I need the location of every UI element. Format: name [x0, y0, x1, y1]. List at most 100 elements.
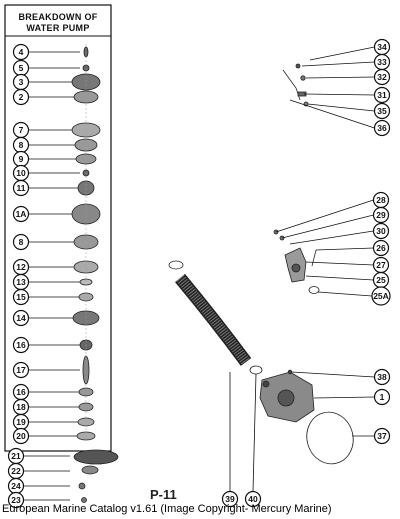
callout-12: 12	[12, 258, 80, 276]
exploded-part-stack	[71, 44, 101, 441]
callout-label: 16	[16, 387, 26, 397]
callout-label: 15	[16, 292, 26, 302]
callout-circle	[12, 205, 30, 223]
leader-line	[313, 396, 375, 399]
callout-label: 2	[19, 92, 24, 102]
callout-1: 1	[313, 388, 391, 406]
callout-19: 19	[12, 413, 80, 431]
impeller-cover-plate	[73, 449, 119, 465]
catalog-caption: European Marine Catalog v1.61 (Image Cop…	[2, 503, 332, 515]
callout-27: 27	[305, 256, 390, 274]
water-tube-housing	[273, 229, 320, 294]
callout-37: 37	[352, 427, 391, 445]
callout-5: 5	[12, 59, 80, 77]
callout-label: 11	[17, 183, 26, 193]
callout-label: 5	[19, 63, 24, 73]
leader-line	[307, 103, 375, 112]
clip	[295, 63, 301, 69]
callout-13: 13	[12, 273, 80, 291]
leader-line	[305, 275, 374, 281]
callout-circle	[373, 427, 391, 445]
pump-base-pin	[287, 369, 293, 375]
callout-label: 12	[16, 262, 26, 272]
callout-38: 38	[291, 368, 391, 386]
o-ring-seal	[306, 411, 354, 465]
leader-line	[291, 371, 375, 378]
callout-3: 3	[12, 73, 80, 91]
callout-8: 8	[12, 233, 80, 251]
callout-25A: 25A	[317, 286, 391, 306]
callout-label: 7	[19, 125, 24, 135]
panel-title-line1: BREAKDOWN OF	[18, 12, 97, 22]
callout-circle	[373, 102, 391, 120]
callout-circle	[373, 86, 391, 104]
callout-label: 35	[377, 106, 387, 116]
grommet	[308, 286, 320, 294]
fitting-assembly	[282, 63, 309, 107]
callout-29: 29	[281, 206, 390, 239]
callout-circle	[372, 239, 390, 257]
elbow-fitting	[282, 69, 301, 101]
callout-label: 1A	[16, 209, 27, 219]
part-9	[75, 153, 97, 165]
callout-circle	[373, 68, 391, 86]
callout-16: 16	[12, 336, 80, 354]
leader-line	[289, 99, 375, 129]
callout-label: 14	[16, 313, 26, 323]
callout-label: 21	[11, 451, 21, 461]
callout-label: 16	[16, 340, 26, 350]
callout-label: 27	[376, 260, 386, 270]
callout-circle	[12, 288, 30, 306]
callout-36: 36	[289, 99, 391, 137]
leader-line	[281, 214, 374, 239]
callout-40: 40	[244, 373, 262, 508]
callout-label: 37	[377, 431, 387, 441]
callout-label: 34	[377, 42, 387, 52]
callout-28: 28	[275, 191, 390, 233]
callout-34: 34	[309, 38, 391, 61]
callout-circle	[371, 286, 391, 306]
hose-clamp-top	[168, 260, 184, 270]
callout-label: 13	[16, 277, 26, 287]
callout-21: 21	[7, 447, 70, 465]
callout-circle	[244, 490, 262, 508]
hose-clamp-bottom	[249, 365, 263, 375]
bolt	[311, 249, 317, 267]
callout-39: 39	[221, 372, 239, 508]
leader-line	[252, 373, 257, 492]
callout-label: 19	[16, 417, 26, 427]
callout-circle	[7, 491, 25, 509]
callout-label: 18	[16, 402, 26, 412]
callout-32: 32	[305, 68, 391, 86]
callout-circle	[12, 43, 30, 61]
callout-35: 35	[307, 102, 391, 120]
callout-17: 17	[12, 361, 80, 379]
callout-label: 22	[11, 466, 21, 476]
callout-31: 31	[303, 86, 391, 104]
callout-label: 25	[376, 275, 386, 285]
callout-circle	[12, 179, 30, 197]
housing-port	[291, 263, 301, 273]
callout-4: 4	[12, 43, 80, 61]
callout-circle	[12, 336, 30, 354]
callout-circle	[12, 309, 30, 327]
callout-label: 8	[19, 237, 24, 247]
lower-washer	[81, 465, 99, 475]
callout-label: 31	[377, 90, 387, 100]
callout-14: 14	[12, 309, 80, 327]
callout-25: 25	[305, 271, 390, 289]
callout-label: 25A	[373, 291, 389, 301]
callout-7: 7	[12, 121, 80, 139]
callout-label: 30	[376, 226, 386, 236]
callout-label: 17	[16, 365, 26, 375]
callout-circle	[12, 361, 30, 379]
callout-label: 4	[19, 47, 24, 57]
callout-label: 36	[377, 123, 387, 133]
callout-label: 26	[376, 243, 386, 253]
callout-16: 16	[12, 383, 80, 401]
callout-label: 33	[377, 57, 387, 67]
